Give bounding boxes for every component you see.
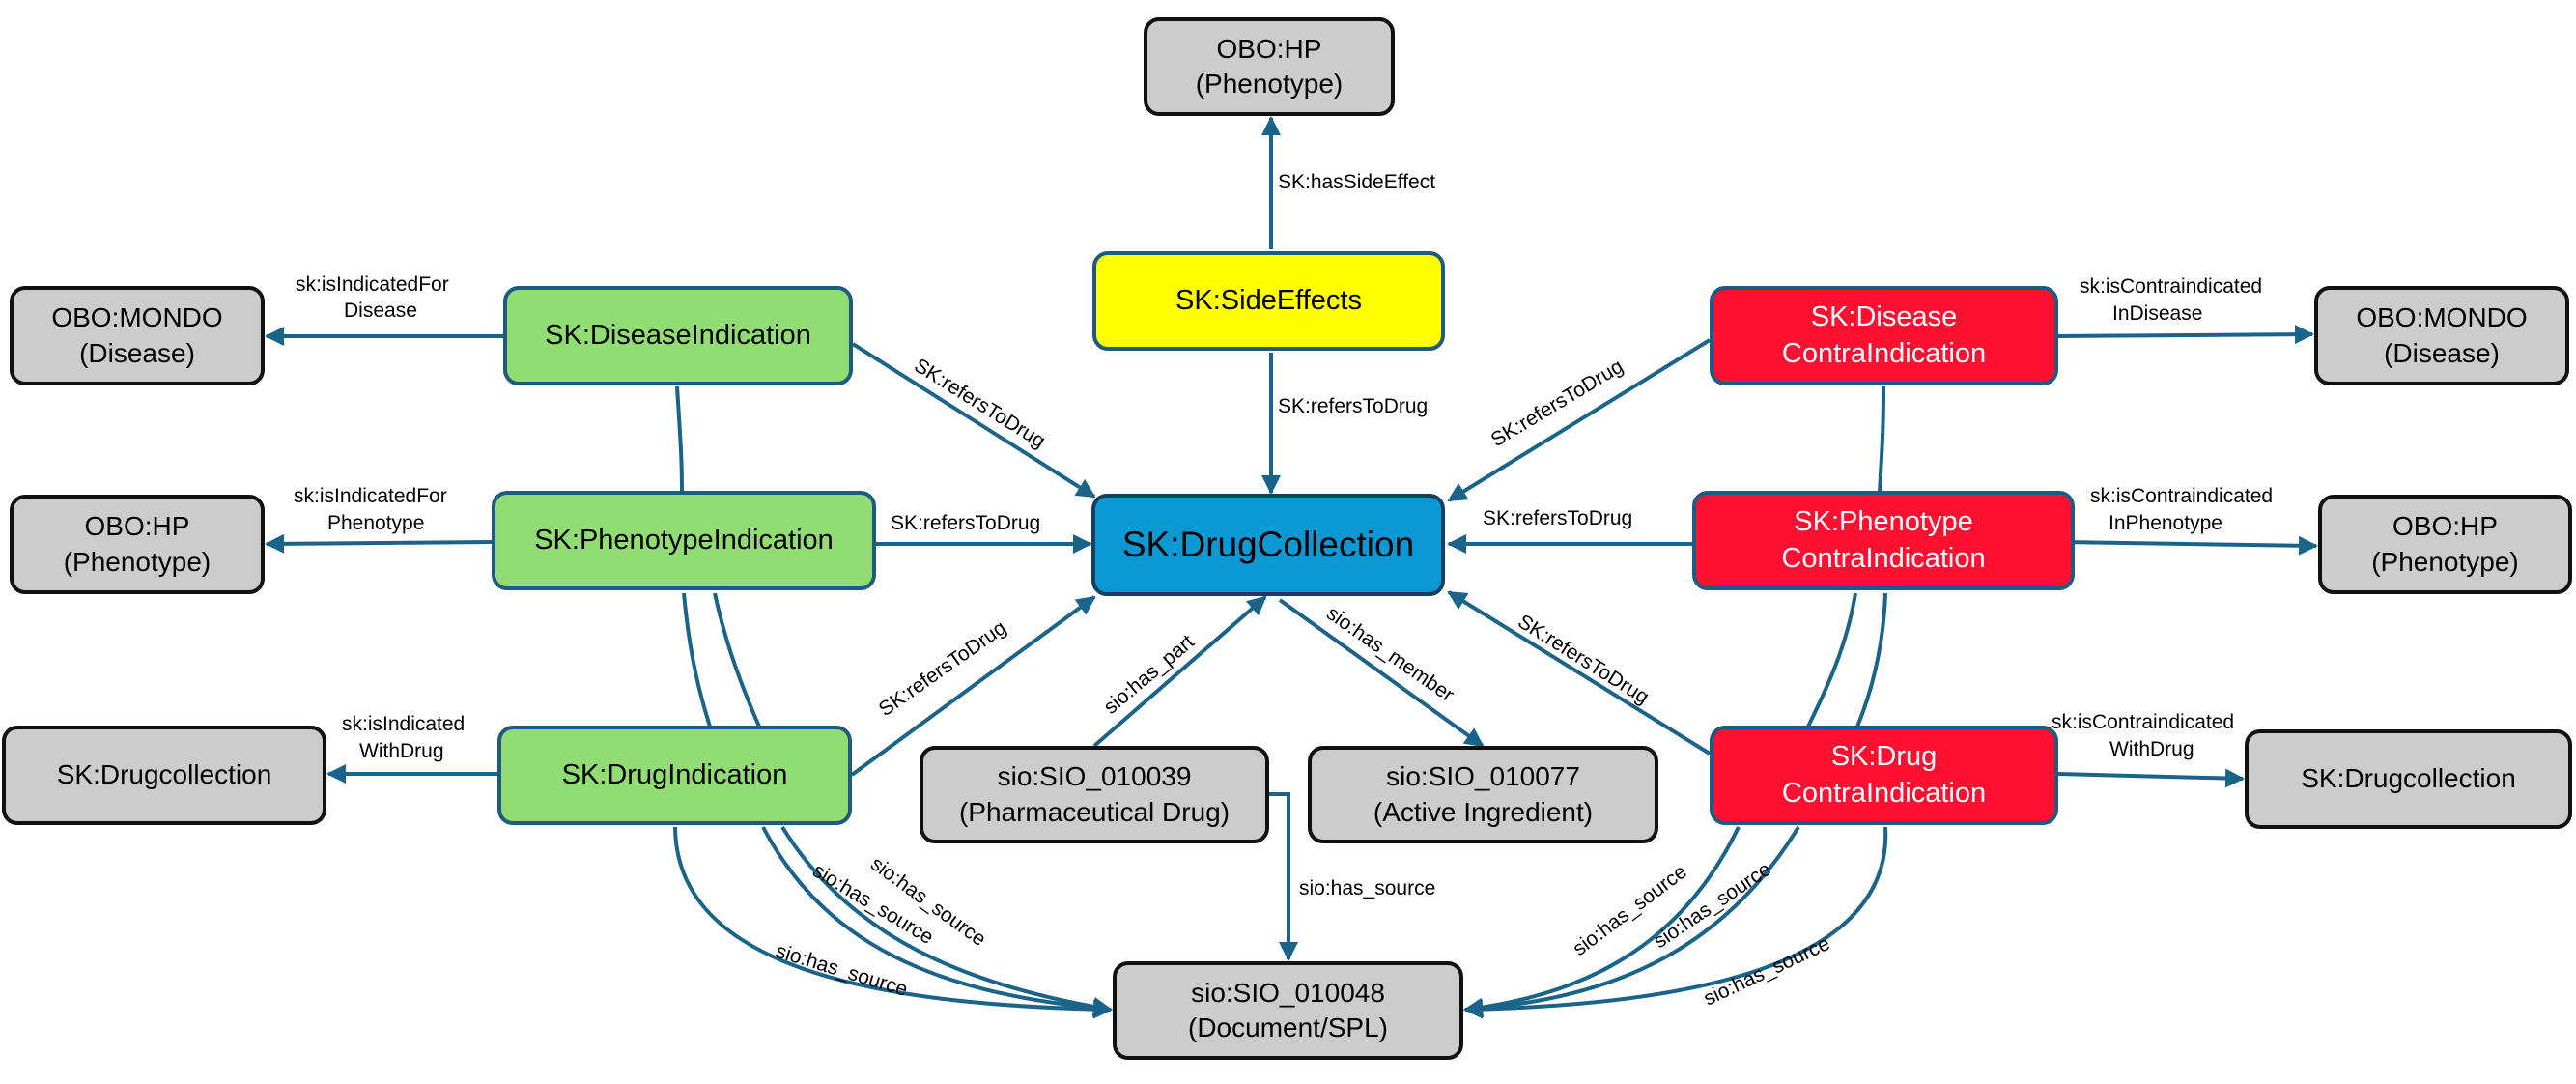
node-mondo-left: OBO:MONDO (Disease) [10, 286, 265, 385]
node-hp-top-name: OBO:HP [1216, 33, 1322, 64]
node-drugcollection-left-name: SK:Drugcollection [56, 759, 272, 790]
label-disease-ind-refers: SK:refersToDrug [910, 355, 1049, 453]
node-phenotype-indication-name: SK:PhenotypeIndication [534, 524, 834, 556]
edge-disease-ind-refers [851, 342, 1096, 499]
label-contra-drug-2: WithDrug [2109, 738, 2194, 760]
node-active-ingredient: sio:SIO_010077 (Active Ingredient) [1308, 746, 1658, 843]
node-mondo-right: OBO:MONDO (Disease) [2314, 286, 2569, 385]
node-drug-indication-name: SK:DrugIndication [561, 758, 788, 790]
edge-contra-drug [2057, 768, 2245, 788]
connector-left-1 [675, 385, 684, 494]
node-drug-contra: SK:Drug ContraIndication [1710, 726, 2058, 825]
edge-right-source-2 [1463, 825, 1800, 1018]
node-drug-contra-line1: SK:Drug [1830, 740, 1938, 772]
label-indicated-disease-2: Disease [344, 300, 417, 322]
edge-left-source-2 [761, 826, 1113, 1018]
edge-contra-disease [2057, 325, 2314, 345]
node-mondo-right-type: (Disease) [2384, 337, 2500, 368]
connector-left-3 [713, 592, 761, 727]
label-indicated-phenotype-1: sk:isIndicatedFor [294, 485, 447, 507]
node-hp-left: OBO:HP (Phenotype) [10, 495, 265, 594]
node-document: sio:SIO_010048 (Document/SPL) [1113, 961, 1463, 1060]
node-phenotype-contra-line2: ContraIndication [1781, 542, 1986, 574]
label-has-part: sio:has_part [1099, 631, 1199, 719]
node-disease-contra: SK:Disease ContraIndication [1710, 286, 2058, 385]
node-document-type: (Document/SPL) [1188, 1013, 1388, 1042]
node-pharm-drug-id: sio:SIO_010039 [997, 761, 1192, 792]
connector-left-2 [682, 592, 712, 727]
node-hp-right-name: OBO:HP [2392, 511, 2498, 542]
node-active-ingredient-type: (Active Ingredient) [1373, 796, 1594, 827]
node-pharm-drug: sio:SIO_010039 (Pharmaceutical Drug) [920, 746, 1269, 843]
label-drug-contra-refers: SK:refersToDrug [1514, 611, 1653, 709]
node-drugcollection-right-name: SK:Drugcollection [2301, 763, 2516, 794]
node-drug-indication: SK:DrugIndication [497, 726, 852, 825]
label-contra-phenotype-2: InPhenotype [2109, 512, 2222, 534]
connector-right-3 [1855, 592, 1887, 727]
edge-left-source-1 [673, 826, 1113, 1019]
node-disease-indication-name: SK:DiseaseIndication [545, 319, 811, 351]
node-mondo-right-name: OBO:MONDO [2356, 302, 2528, 333]
edge-contra-phenotype [2057, 535, 2318, 556]
connector-right-2 [1806, 592, 1857, 727]
node-phenotype-indication: SK:PhenotypeIndication [492, 491, 876, 590]
label-phenotype-contra-refers: SK:refersToDrug [1483, 507, 1632, 529]
node-drug-contra-line2: ContraIndication [1781, 777, 1987, 809]
node-disease-contra-line2: ContraIndication [1781, 337, 1987, 369]
label-has-side-effect: SK:hasSideEffect [1278, 171, 1435, 193]
node-hp-top: OBO:HP (Phenotype) [1144, 17, 1395, 116]
node-drugcollection-right: SK:Drugcollection [2245, 729, 2572, 829]
label-pharm-source: sio:has_source [1299, 877, 1435, 899]
node-hp-top-type: (Phenotype) [1195, 69, 1344, 99]
label-side-effects-refers: SK:refersToDrug [1278, 395, 1428, 417]
node-pharm-drug-type: (Pharmaceutical Drug) [958, 796, 1231, 827]
node-disease-indication: SK:DiseaseIndication [503, 286, 853, 385]
node-document-id: sio:SIO_010048 [1191, 977, 1385, 1008]
edge-pharm-source [1269, 792, 1298, 961]
node-side-effects: SK:SideEffects [1092, 251, 1445, 351]
node-drug-collection-name: SK:DrugCollection [1121, 524, 1415, 564]
edge-drug-contra-refers [1447, 590, 1712, 756]
edge-disease-contra-refers [1447, 338, 1712, 502]
label-right-source-3: sio:has_source [1700, 932, 1833, 1011]
edge-indicated-phenotype [265, 533, 493, 554]
label-contra-disease-1: sk:isContraindicated [2080, 275, 2262, 298]
label-indicated-drug-2: WithDrug [359, 740, 444, 762]
edge-right-source-3 [1463, 826, 1888, 1019]
label-has-member: sio:has_member [1322, 602, 1458, 706]
node-hp-left-type: (Phenotype) [63, 546, 212, 577]
label-left-source-1: sio:has_source [774, 940, 911, 1001]
label-indicated-disease-1: sk:isIndicatedFor [296, 273, 449, 296]
node-drug-collection: SK:DrugCollection [1091, 494, 1445, 596]
edge-has-part [1092, 595, 1267, 748]
node-hp-left-name: OBO:HP [84, 511, 190, 542]
edge-drug-ind-refers [850, 595, 1096, 777]
edge-has-member [1278, 598, 1485, 748]
label-contra-drug-1: sk:isContraindicated [2052, 711, 2234, 733]
node-active-ingredient-id: sio:SIO_010077 [1386, 761, 1580, 792]
label-indicated-phenotype-2: Phenotype [327, 512, 424, 534]
node-mondo-left-name: OBO:MONDO [51, 302, 223, 333]
label-contra-disease-2: InDisease [2112, 302, 2202, 325]
node-phenotype-contra-line1: SK:Phenotype [1794, 505, 1973, 537]
edge-right-source-1 [1463, 826, 1741, 1017]
label-contra-phenotype-1: sk:isContraindicated [2090, 485, 2273, 507]
node-phenotype-contra: SK:Phenotype ContraIndication [1692, 491, 2075, 590]
label-drug-ind-refers: SK:refersToDrug [875, 616, 1010, 721]
node-side-effects-name: SK:SideEffects [1175, 284, 1362, 316]
node-hp-right: OBO:HP (Phenotype) [2318, 495, 2572, 594]
label-indicated-drug-1: sk:isIndicated [342, 713, 465, 735]
node-hp-right-type: (Phenotype) [2371, 546, 2519, 577]
label-phenotype-ind-refers: SK:refersToDrug [891, 512, 1040, 534]
node-drugcollection-left: SK:Drugcollection [2, 726, 326, 825]
connector-right-1 [1878, 385, 1885, 494]
edge-left-source-3 [780, 825, 1113, 1016]
node-disease-contra-line1: SK:Disease [1810, 300, 1958, 332]
node-mondo-left-type: (Disease) [79, 337, 195, 368]
